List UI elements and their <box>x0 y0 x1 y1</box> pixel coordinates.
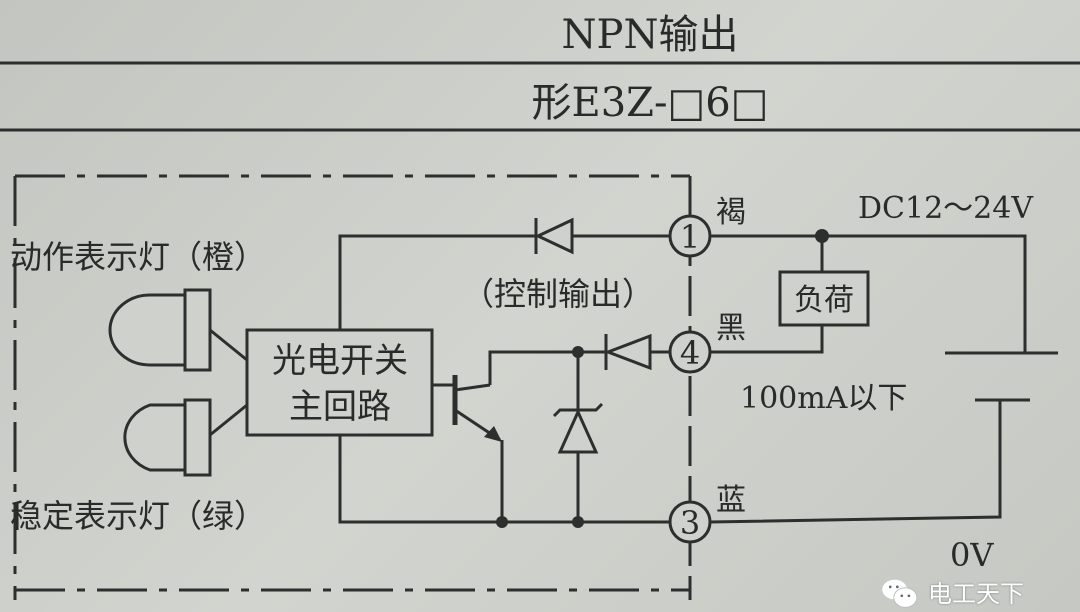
output-diode-icon <box>534 217 574 255</box>
zero-volt-label: 0V <box>950 536 994 574</box>
main-circuit-label: 光电开关 <box>272 341 408 381</box>
junction-dot <box>815 229 829 243</box>
wire-color-black: 黑 <box>716 311 746 346</box>
wire-color-brown: 褐 <box>716 195 746 230</box>
diagram-title: NPN输出 <box>562 12 739 58</box>
load-label: 负荷 <box>794 283 854 318</box>
terminal-1: 1 <box>668 214 712 258</box>
wire-color-blue: 蓝 <box>716 483 746 518</box>
svg-text:4: 4 <box>680 334 700 372</box>
svg-text:1: 1 <box>680 218 700 256</box>
action-lamp-icon <box>108 288 212 372</box>
reverse-diode-icon <box>603 333 652 371</box>
watermark-text: 电工天下 <box>928 580 1024 608</box>
action-lamp-label: 动作表示灯（橙） <box>10 238 266 276</box>
control-output-label: （控制输出） <box>462 275 654 313</box>
svg-text:3: 3 <box>680 504 700 542</box>
terminal-4: 4 <box>668 330 712 374</box>
npn-transistor-icon <box>452 375 502 442</box>
zener-diode-icon <box>552 402 604 454</box>
current-limit-label: 100mA以下 <box>740 381 907 416</box>
wechat-icon <box>882 579 918 608</box>
load-box <box>778 270 870 327</box>
stable-lamp-icon <box>123 398 212 477</box>
main-circuit-label: 主回路 <box>289 387 391 427</box>
terminal-3: 3 <box>668 500 712 544</box>
model-number: 形E3Z-□6□ <box>532 80 769 126</box>
stable-lamp-label: 稳定表示灯（绿） <box>10 497 266 535</box>
main-circuit-box <box>245 328 434 437</box>
watermark: 电工天下 <box>880 578 1024 610</box>
junction-dot <box>572 516 584 528</box>
junction-dot <box>496 516 508 528</box>
supply-voltage-label: DC12～24V <box>858 191 1034 226</box>
junction-dot <box>572 346 584 358</box>
